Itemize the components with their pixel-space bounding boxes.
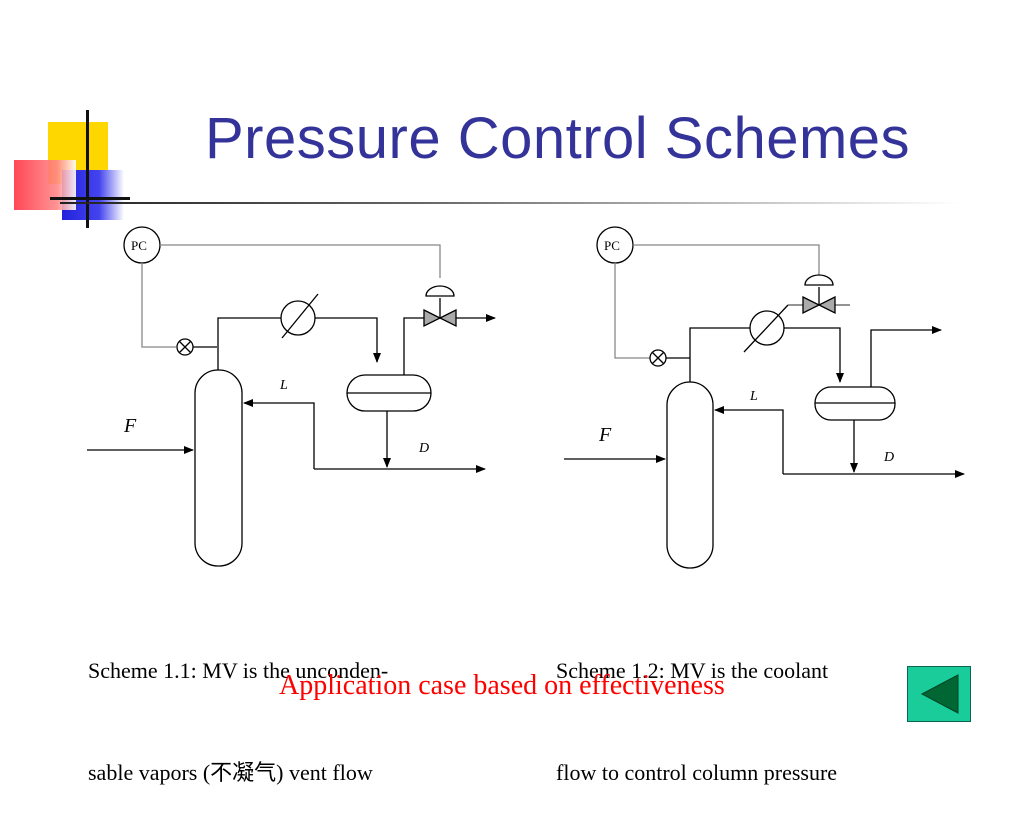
signal-line-to-valve — [633, 244, 820, 275]
signal-line-to-sensor — [614, 263, 650, 359]
reflux-label: L — [749, 389, 758, 404]
title-underline — [60, 202, 960, 204]
pc-label: PC — [604, 238, 620, 253]
decor-vertical-line — [86, 110, 89, 228]
slide-title: Pressure Control Schemes — [205, 106, 911, 171]
scheme-2-caption-line2: flow to control column pressure — [556, 760, 838, 785]
decor-red-square — [14, 160, 76, 210]
application-note: Application case based on effectiveness — [279, 670, 725, 701]
left-triangle-icon — [920, 674, 959, 714]
scheme-1-caption-line1: Scheme 1.1: MV is the unconden- — [88, 658, 389, 683]
scheme-2-caption-line1: Scheme 1.2: MV is the coolant — [556, 658, 829, 683]
back-button[interactable] — [907, 666, 971, 722]
vent-line — [403, 314, 496, 375]
decor-horizontal-line — [50, 197, 130, 200]
scheme-1-diagram: PC F L D — [87, 226, 496, 567]
distillate-label: D — [418, 441, 429, 456]
signal-line-to-sensor — [141, 263, 176, 348]
reflux-line — [243, 399, 315, 469]
distillation-column — [666, 381, 714, 569]
reflux-label: L — [279, 378, 288, 393]
pc-label: PC — [131, 238, 147, 253]
scheme-1-caption: Scheme 1.1: MV is the unconden- sable va… — [88, 586, 388, 824]
signal-line-to-valve — [160, 244, 441, 278]
reflux-line — [714, 406, 784, 474]
feed-label: F — [598, 424, 612, 446]
scheme-2-caption: Scheme 1.2: MV is the coolant flow to co… — [556, 586, 837, 824]
feed-label: F — [123, 415, 137, 437]
distillate-label: D — [883, 450, 894, 465]
scheme-1-caption-line2: sable vapors (不凝气) vent flow — [88, 760, 373, 785]
vent-line — [870, 326, 942, 387]
distillation-column — [194, 369, 243, 567]
scheme-2-diagram: PC F L D — [564, 226, 965, 569]
